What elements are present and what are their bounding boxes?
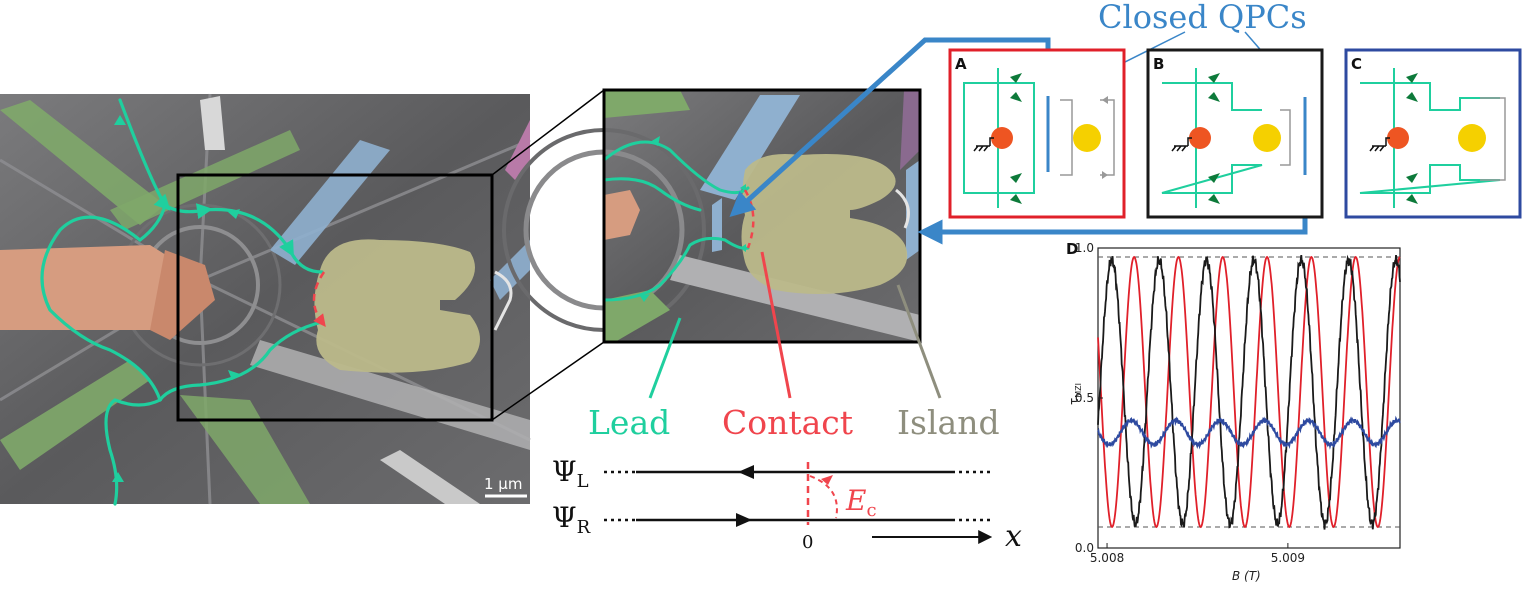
series-line-2	[1097, 415, 1401, 450]
panel-c-letter: C	[1351, 55, 1362, 73]
energy-subscript: c	[866, 500, 876, 521]
y-axis-ticks: 0.0 0.5 1.0	[1075, 241, 1103, 555]
psi-r-label: ΨR	[552, 501, 591, 538]
psi-l-subscript: L	[577, 471, 589, 492]
chart-panel-d: 5.008 5.009 0.0 0.5 1.0	[1075, 241, 1401, 565]
chart-y-label-main: τ	[1067, 398, 1081, 405]
chart-y-label-sub: MZI	[1074, 383, 1083, 398]
panel-a-letter: A	[955, 55, 967, 73]
series-line-1	[1097, 254, 1401, 530]
energy-symbol: E	[845, 484, 866, 517]
psi-r-symbol: Ψ	[552, 501, 577, 534]
psi-l-symbol: Ψ	[552, 455, 577, 488]
zoom-line-top	[491, 89, 605, 176]
contact-label: Contact	[722, 403, 853, 442]
lead-label: Lead	[588, 403, 670, 442]
psi-schematic	[604, 462, 993, 544]
energy-label: Ec	[845, 484, 877, 521]
y-tick-label-2: 1.0	[1075, 241, 1094, 255]
x-axis-ticks: 5.008 5.009	[1090, 543, 1305, 565]
chart-x-label-text: B (T)	[1232, 569, 1261, 583]
chart-y-label: τMZI	[1067, 383, 1083, 405]
chart-x-label: B (T)	[1232, 569, 1261, 583]
series-line-0	[1097, 255, 1401, 529]
panel-a	[948, 48, 1126, 219]
panel-d-letter: D	[1066, 240, 1078, 258]
panel-c	[1344, 48, 1522, 219]
contact-pointer-line	[760, 251, 792, 399]
x-tick-label-1: 5.009	[1271, 551, 1305, 565]
island-pointer-line	[896, 284, 942, 399]
x-axis-variable: x	[1005, 519, 1022, 554]
y-tick-label-1: 0.5	[1075, 391, 1094, 405]
panel-b-letter: B	[1153, 55, 1164, 73]
island-label: Island	[897, 403, 1000, 442]
series-lines	[1097, 254, 1401, 530]
sem-image-left	[0, 93, 531, 506]
origin-label: 0	[802, 532, 813, 553]
panel-b	[1146, 48, 1324, 219]
closed-qpcs-label: Closed QPCs	[1098, 0, 1307, 36]
lead-pointer-line	[648, 317, 682, 399]
zoom-line-bottom	[491, 341, 605, 421]
sem-image-zoom	[502, 88, 922, 344]
x-tick-label-0: 5.008	[1090, 551, 1124, 565]
scale-bar-label: 1 µm	[484, 475, 522, 493]
y-tick-label-0: 0.0	[1075, 541, 1094, 555]
psi-l-label: ΨL	[552, 455, 589, 492]
psi-r-subscript: R	[577, 517, 591, 538]
